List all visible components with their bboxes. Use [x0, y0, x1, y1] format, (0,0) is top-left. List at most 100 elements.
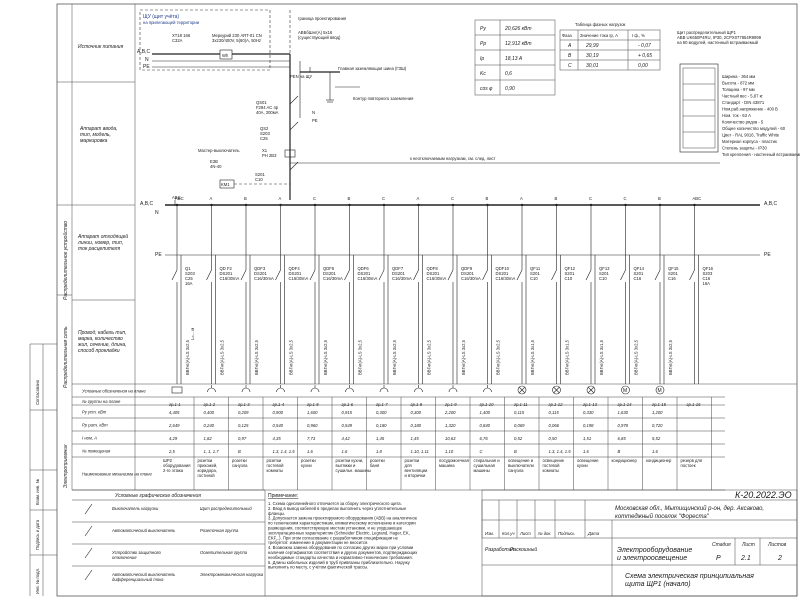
param-label: cos φ [480, 86, 493, 92]
group-value: гр.1-3 [238, 402, 250, 407]
table-row-label: Рy уст. кВт [82, 410, 107, 415]
group-value: 10,63 [445, 436, 456, 441]
cabinet-drawing [679, 63, 719, 153]
socket-symbol [276, 387, 285, 393]
branch-phase: A [417, 196, 420, 201]
group-value: 1, 1, 1.7 [204, 449, 220, 454]
group-value: 0,209 [238, 410, 249, 415]
group-value: 0,330 [583, 410, 594, 415]
strip-approved: Согласовано [35, 379, 40, 405]
group-value: 0,198 [583, 423, 594, 428]
stamp-developer-name: Раскошный [510, 546, 537, 553]
group-value: 1.6 [652, 449, 658, 454]
legend-item: Щит распределительный [200, 506, 252, 511]
group-value: 0,50 [549, 436, 558, 441]
cable-label: ВВГнг(А)-LS 3х1,5 [530, 339, 535, 375]
list-header: Лист [741, 542, 755, 548]
bus-pe-end: PE [764, 252, 771, 258]
cable-label: ВВГнг(А)-LS 3х2,5 [358, 339, 363, 375]
list-value: 2.1 [740, 555, 751, 562]
param-label: Iр [480, 56, 484, 62]
phase-load-header: Фаза [562, 33, 572, 38]
branch-phase: C [313, 196, 316, 201]
cabinet-spec: Ном. ток - 63 А [722, 113, 751, 118]
stamp-col-header: Изм. [485, 531, 494, 536]
bus-abc-top: ABC [172, 195, 181, 200]
group-value: 0,300 [376, 410, 387, 415]
cabinet-spec: Частный вес - 5,87 кг [722, 94, 763, 99]
socket-symbol [241, 387, 251, 393]
cable-label: ВВГнг(А)-LS 3х2,5 [427, 339, 432, 375]
drawing-frame [56, 3, 798, 597]
motor-symbol [621, 385, 630, 395]
group-value: 0,300 [411, 410, 422, 415]
group-value: B [618, 449, 621, 454]
group-value: гр.1-14 [618, 402, 633, 407]
phase-load-cell: 30,19 [586, 53, 599, 59]
socket-symbol [414, 387, 423, 393]
legend-item: Электромеханическая нагрузка [200, 572, 264, 577]
group-value: 1.10 [445, 449, 454, 454]
branch-phase: B [555, 196, 558, 201]
socket-symbol [345, 387, 354, 393]
contour-label: Контур повторного заземления [353, 96, 413, 101]
title-stamp: К-20.2022.ЭО Московская обл., Мытищински… [481, 489, 798, 597]
table-row-label: № помещения [82, 449, 111, 454]
group-value: 0,720 [652, 423, 663, 428]
group-value: 4,29 [169, 436, 178, 441]
cabinet-spec: Общее количество модулей - 60 [722, 126, 786, 131]
group-value: гр.1-12 [549, 402, 564, 407]
notes-text: 1. Схема однолинейного отличается за сбо… [268, 501, 418, 570]
x1-terminal [284, 149, 296, 158]
cable-label: ВВГнг(А)-LS 3х2,5L=... м [185, 328, 195, 375]
group-value: 1.6 [583, 449, 589, 454]
group-value: 0,069 [514, 423, 525, 428]
group-value: гр.1-16 [687, 402, 702, 407]
breaker-symbol [654, 269, 661, 281]
legend-item: Автоматический выключатель [111, 528, 175, 533]
branch-phase: C [589, 196, 592, 201]
breaker-symbol [516, 269, 523, 281]
phase-load-title: Таблица фазных нагрузок [575, 22, 626, 27]
svg-text:M: M [658, 388, 662, 394]
cable-label: ВВГнг(А)-LS 3х2,5 [392, 339, 397, 375]
src-pe: PE [143, 64, 150, 70]
table-row-label: Условные обозначения на плане [82, 389, 146, 394]
cable-label: ВВГнг(А)-LS 3х2,5 [254, 339, 259, 375]
svg-text:M: M [623, 388, 627, 394]
branch-phase: A [279, 196, 282, 201]
pe-label-input: PE [312, 118, 318, 123]
phase-load-cell: C [568, 63, 572, 69]
stamp-col-header: Лист [519, 531, 531, 536]
group-value: 1.6 [307, 449, 313, 454]
group-name: кондиционер [612, 458, 638, 463]
cabinet-spec: Ширина - 364 мм [722, 74, 755, 79]
breaker-symbol [551, 269, 557, 281]
group-value: 1,400 [480, 410, 491, 415]
group-value: 0,978 [618, 423, 629, 428]
bus-pe-start: PE [155, 252, 162, 258]
legend-item: Розеточная группа [200, 528, 239, 533]
lamp-symbol [552, 385, 561, 395]
group-value: 0,125 [238, 423, 249, 428]
group-value: 4,405 [169, 410, 180, 415]
n-label: N [312, 110, 315, 115]
